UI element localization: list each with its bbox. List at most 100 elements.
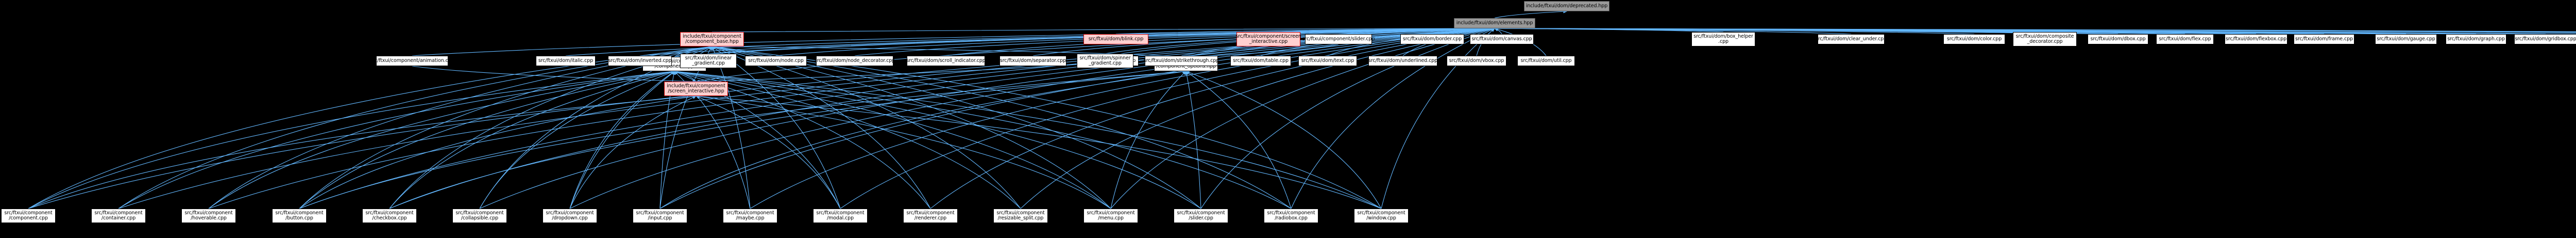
graph-edge <box>28 70 675 209</box>
graph-edge <box>711 45 751 209</box>
graph-node[interactable]: src/ftxui/component /component.cpp <box>1 209 56 223</box>
graph-node[interactable]: src/ftxui/dom/italic.cpp <box>536 56 596 66</box>
graph-node[interactable]: src/ftxui/dom/spinner _gradient.cpp <box>1077 54 1133 68</box>
graph-edge <box>659 70 1187 209</box>
graph-edge <box>711 45 1111 209</box>
graph-edge <box>711 46 841 209</box>
graph-edge <box>1494 28 1502 35</box>
graph-edge <box>1494 26 2257 35</box>
graph-edge <box>1494 26 2325 35</box>
graph-node[interactable]: src/ftxui/component /collapsible.cpp <box>452 209 507 223</box>
graph-node[interactable]: src/ftxui/component /dropdown.cpp <box>543 209 597 223</box>
graph-edge <box>1185 71 1382 209</box>
graph-edge <box>389 70 675 209</box>
graph-node[interactable]: src/ftxui/dom/underlined.cpp <box>1368 56 1437 66</box>
graph-edge <box>711 26 1496 33</box>
graph-node[interactable]: src/ftxui/dom/node.cpp <box>745 56 807 66</box>
graph-edge <box>479 71 675 209</box>
graph-edge <box>28 94 697 209</box>
graph-node[interactable]: src/ftxui/dom/composite _decorator.cpp <box>2013 32 2077 46</box>
graph-node[interactable]: src/ftxui/dom/canvas.cpp <box>1470 34 1534 44</box>
graph-edge <box>1494 26 2406 35</box>
graph-node[interactable]: src/ftxui/component/screen _interactive.… <box>1235 32 1301 46</box>
graph-node[interactable]: src/ftxui/dom/box_helper .cpp <box>1691 32 1755 46</box>
graph-node[interactable]: src/ftxui/component /slider.cpp <box>1174 209 1228 223</box>
graph-node[interactable]: include/ftxui/dom/deprecated.hpp <box>1524 1 1609 11</box>
graph-node[interactable]: include/ftxui/component /component_base.… <box>680 32 744 46</box>
graph-edge <box>1110 71 1187 209</box>
graph-edge <box>711 46 931 209</box>
graph-edge <box>299 94 697 209</box>
graph-edge <box>569 71 675 209</box>
graph-edge <box>299 70 1187 209</box>
graph-node[interactable]: src/ftxui/dom/util.cpp <box>1517 56 1575 66</box>
graph-node[interactable]: src/ftxui/dom/scroll_indicator.cpp <box>906 56 986 66</box>
graph-edge <box>673 70 1382 209</box>
graph-edge <box>1268 26 1496 33</box>
graph-node[interactable]: src/ftxui/dom/text.cpp <box>1298 56 1357 66</box>
graph-edge <box>673 70 1201 209</box>
graph-node[interactable]: src/ftxui/dom/dbox.cpp <box>2088 34 2148 44</box>
graph-node[interactable]: src/ftxui/dom/strikethrough.cpp <box>1144 56 1219 66</box>
graph-edge <box>208 45 713 209</box>
graph-node[interactable]: src/ftxui/dom/node_decorator.cpp <box>815 56 895 66</box>
graph-node[interactable]: src/ftxui/component /renderer.cpp <box>903 209 958 223</box>
graph-edge <box>28 45 713 209</box>
graph-node[interactable]: src/ftxui/component/animation.cpp <box>370 56 454 66</box>
graph-node[interactable]: src/ftxui/component /resizable_split.cpp <box>993 209 1048 223</box>
graph-edge <box>711 45 1021 209</box>
graph-edge <box>673 70 1292 209</box>
graph-edge <box>569 96 697 209</box>
graph-edge <box>711 45 1201 209</box>
graph-edge <box>1338 26 1496 35</box>
graph-node[interactable]: src/ftxui/dom/color.cpp <box>1943 34 2005 44</box>
graph-edge <box>711 45 1382 209</box>
graph-node[interactable]: src/ftxui/component /maybe.cpp <box>723 209 777 223</box>
graph-node[interactable]: src/ftxui/component /input.cpp <box>633 209 687 223</box>
graph-edge <box>673 70 1111 209</box>
graph-node[interactable]: src/ftxui/dom/table.cpp <box>1230 56 1291 66</box>
graph-node[interactable]: src/ftxui/component /hoverable.cpp <box>181 209 236 223</box>
graph-node[interactable]: src/ftxui/component /menu.cpp <box>1083 209 1138 223</box>
graph-node[interactable]: src/ftxui/dom/frame.cpp <box>2294 34 2354 44</box>
graph-node[interactable]: src/ftxui/dom/vbox.cpp <box>1447 56 1506 66</box>
graph-node[interactable]: src/ftxui/dom/flex.cpp <box>2156 34 2214 44</box>
graph-edge <box>695 94 1111 209</box>
graph-node[interactable]: src/ftxui/dom/gauge.cpp <box>2375 34 2437 44</box>
graph-edge <box>695 96 841 209</box>
graph-node[interactable]: src/ftxui/component /checkbox.cpp <box>362 209 417 223</box>
graph-node[interactable]: src/ftxui/dom/separator.cpp <box>999 56 1066 66</box>
graph-edge <box>1494 10 1568 19</box>
graph-node[interactable]: src/ftxui/dom/clear_under.cpp <box>1816 34 1887 44</box>
graph-node[interactable]: src/ftxui/dom/graph.cpp <box>2446 34 2506 44</box>
graph-edge <box>1185 71 1292 209</box>
graph-edge <box>118 70 675 209</box>
graph-node[interactable]: include/ftxui/dom/elements.hpp <box>1454 18 1535 28</box>
graph-edge <box>208 70 675 209</box>
graph-node[interactable]: src/ftxui/component /container.cpp <box>91 209 146 223</box>
graph-edge <box>673 70 697 82</box>
graph-node[interactable]: src/ftxui/component /modal.cpp <box>813 209 868 223</box>
graph-node[interactable]: src/ftxui/dom/inverted.cpp <box>608 56 672 66</box>
graph-edge <box>854 26 1496 56</box>
graph-node[interactable]: src/ftxui/component /radiobox.cpp <box>1264 209 1318 223</box>
graph-node[interactable]: src/ftxui/dom/border.cpp <box>1400 34 1464 44</box>
graph-node[interactable]: src/ftxui/dom/linear _gradient.cpp <box>680 54 737 68</box>
graph-edge <box>1115 26 1496 35</box>
graph-edge <box>1494 26 2185 35</box>
graph-node[interactable]: src/ftxui/dom/blink.cpp <box>1083 34 1148 44</box>
graph-node[interactable]: src/ftxui/component /window.cpp <box>1354 209 1409 223</box>
graph-edge <box>299 70 675 209</box>
graph-edge <box>1185 70 1201 209</box>
graph-node[interactable]: src/ftxui/dom/gridbox.cpp <box>2514 34 2576 44</box>
graph-edge <box>1494 26 1724 33</box>
graph-edge <box>118 45 713 209</box>
graph-node[interactable]: include/ftxui/component /screen_interact… <box>664 82 728 96</box>
graph-edge <box>1432 27 1496 35</box>
graph-node[interactable]: src/ftxui/component/slider.cpp <box>1302 34 1375 44</box>
graph-edge <box>389 70 1187 209</box>
graph-node[interactable]: src/ftxui/dom/flexbox.cpp <box>2225 34 2287 44</box>
graph-edge <box>1494 26 2477 35</box>
graph-node[interactable]: src/ftxui/component /button.cpp <box>272 209 327 223</box>
